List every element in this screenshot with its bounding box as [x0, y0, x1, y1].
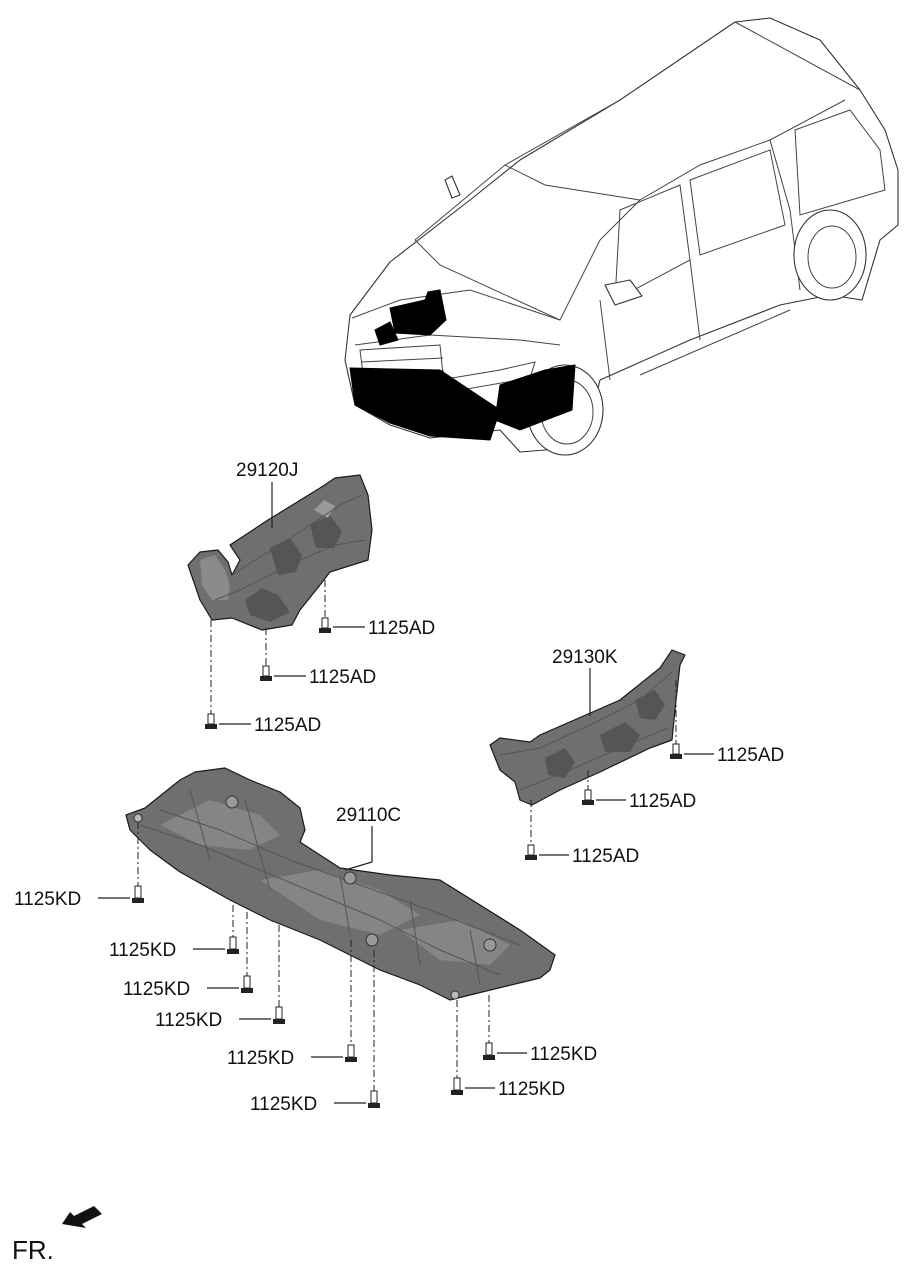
label-1125ad[interactable]: 1125AD	[629, 791, 696, 812]
assembly-lines	[137, 580, 677, 1094]
label-1125kd[interactable]: 1125KD	[498, 1079, 565, 1100]
label-1125kd[interactable]: 1125KD	[155, 1010, 222, 1031]
bolt-icon	[368, 1090, 380, 1108]
bolt-icon	[345, 1044, 357, 1062]
label-1125kd[interactable]: 1125KD	[14, 889, 81, 910]
label-29120j[interactable]: 29120J	[236, 460, 298, 481]
vehicle-illustration	[344, 17, 899, 456]
bolt-icon	[319, 617, 331, 633]
leader-lines	[98, 482, 714, 1104]
label-1125kd[interactable]: 1125KD	[123, 979, 190, 1000]
callout-labels: 29120J 29130K 29110C 1125AD 1125AD 1125A…	[14, 460, 784, 1115]
front-direction-indicator: FR.	[12, 1206, 102, 1265]
label-1125ad[interactable]: 1125AD	[717, 745, 784, 766]
label-1125ad[interactable]: 1125AD	[254, 715, 321, 736]
bolt-icon	[205, 713, 217, 729]
bolt-icon	[241, 975, 253, 993]
under-cover-29110c[interactable]	[125, 767, 556, 1001]
label-1125ad[interactable]: 1125AD	[368, 618, 435, 639]
bolt-icon	[273, 1006, 285, 1024]
label-1125kd[interactable]: 1125KD	[530, 1044, 597, 1065]
bolt-icon	[132, 885, 144, 903]
engine-cover-29130k[interactable]	[489, 649, 686, 806]
bolt-icon	[227, 936, 239, 954]
bolt-icon	[451, 1077, 463, 1095]
front-label: FR.	[12, 1235, 54, 1265]
label-1125kd[interactable]: 1125KD	[250, 1094, 317, 1115]
label-29110c[interactable]: 29110C	[336, 805, 401, 826]
front-arrow-icon	[62, 1206, 102, 1228]
bolts	[132, 617, 682, 1108]
label-1125kd[interactable]: 1125KD	[227, 1048, 294, 1069]
label-29130k[interactable]: 29130K	[552, 647, 618, 668]
bolt-icon	[525, 844, 537, 860]
bolt-icon	[670, 743, 682, 759]
label-1125ad[interactable]: 1125AD	[572, 846, 639, 867]
label-1125ad[interactable]: 1125AD	[309, 667, 376, 688]
bolt-icon	[483, 1042, 495, 1060]
bolt-icon	[260, 665, 272, 681]
engine-cover-29120j[interactable]	[187, 474, 373, 631]
bolt-icon	[582, 789, 594, 805]
label-1125kd[interactable]: 1125KD	[109, 940, 176, 961]
